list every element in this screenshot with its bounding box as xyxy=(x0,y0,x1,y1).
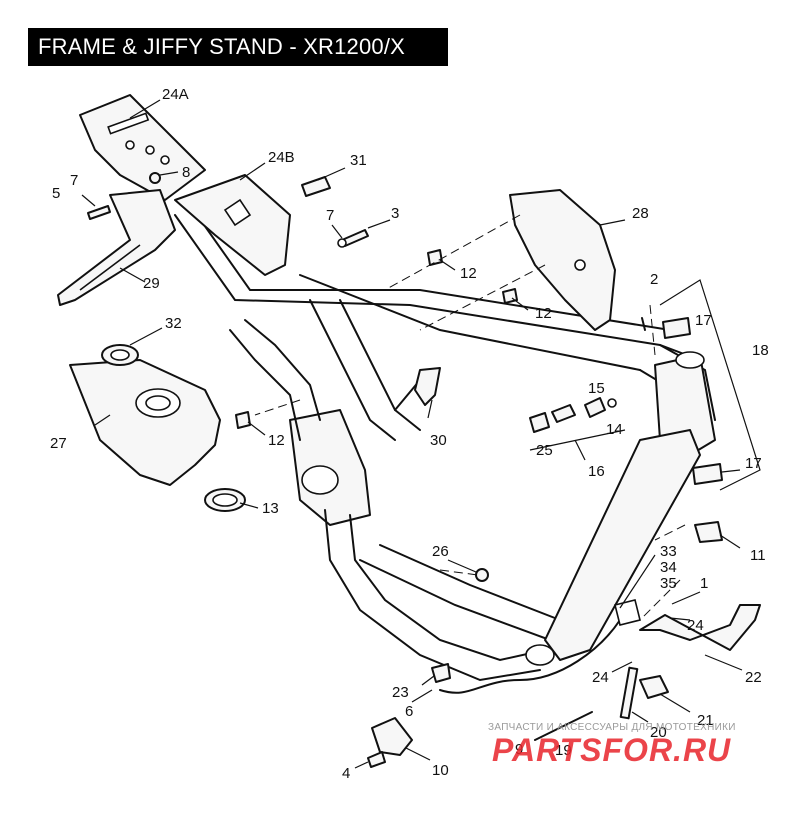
watermark-caption: ЗАПЧАСТИ И АКСЕССУАРЫ ДЛЯ МОТОТЕХНИКИ xyxy=(488,722,736,733)
assembly-lines xyxy=(254,214,686,621)
callout-7b: 7 xyxy=(326,207,334,224)
callout-22: 22 xyxy=(745,669,762,686)
callout-33: 33 xyxy=(660,543,677,560)
callout-30: 30 xyxy=(430,432,447,449)
callout-21: 21 xyxy=(697,712,714,729)
callout-31: 31 xyxy=(350,152,367,169)
callout-15: 15 xyxy=(588,380,605,397)
callout-16: 16 xyxy=(588,463,605,480)
callout-11: 11 xyxy=(750,547,766,564)
tail-cover-28 xyxy=(509,189,616,331)
callout-12b: 12 xyxy=(535,305,552,322)
callout-labels: 24A 24B 31 8 7 5 7 3 28 29 12 12 2 32 17… xyxy=(50,86,769,782)
callout-24b: 24B xyxy=(268,149,295,166)
page-title: FRAME & JIFFY STAND - XR1200/X xyxy=(28,28,448,66)
callout-5: 5 xyxy=(52,185,60,202)
callout-2: 2 xyxy=(650,271,658,288)
callout-29: 29 xyxy=(143,275,160,292)
svg-text:PARTSFOR.RU: PARTSFOR.RU xyxy=(492,733,731,767)
top-bracket-24a xyxy=(79,94,206,201)
side-cover-27 xyxy=(69,359,221,486)
callout-8: 8 xyxy=(182,164,190,181)
callout-23: 23 xyxy=(392,684,409,701)
callout-6: 6 xyxy=(405,703,413,720)
callout-34: 34 xyxy=(660,559,677,576)
callout-24d: 24 xyxy=(592,669,609,686)
callout-24a: 24A xyxy=(162,86,189,103)
callout-12a: 12 xyxy=(460,265,477,282)
callout-13: 13 xyxy=(262,500,279,517)
callout-17b: 17 xyxy=(745,455,762,472)
callout-27: 27 xyxy=(50,435,67,452)
bracket-24b xyxy=(174,174,291,276)
callout-12c: 12 xyxy=(268,432,285,449)
callout-32: 32 xyxy=(165,315,182,332)
callout-9: 9 xyxy=(515,741,523,758)
callout-26: 26 xyxy=(432,543,449,560)
callout-3: 3 xyxy=(391,205,399,222)
callout-20: 20 xyxy=(650,724,667,741)
bracket-29 xyxy=(57,189,176,306)
callout-19: 19 xyxy=(555,742,572,759)
group-brackets xyxy=(529,279,761,491)
callout-18: 18 xyxy=(752,342,769,359)
watermark-logo: PARTSFOR.RU xyxy=(492,733,731,767)
callout-17a: 17 xyxy=(695,312,712,329)
callout-4: 4 xyxy=(342,765,350,782)
callout-7a: 7 xyxy=(70,172,78,189)
callout-35: 35 xyxy=(660,575,677,592)
callout-10: 10 xyxy=(432,762,449,779)
leader-lines xyxy=(81,99,743,769)
callout-14: 14 xyxy=(606,421,623,438)
small-parts xyxy=(87,172,761,768)
callout-28: 28 xyxy=(632,205,649,222)
callout-25: 25 xyxy=(536,442,553,459)
callout-24c: 24 xyxy=(687,617,704,634)
callout-1: 1 xyxy=(700,575,708,592)
